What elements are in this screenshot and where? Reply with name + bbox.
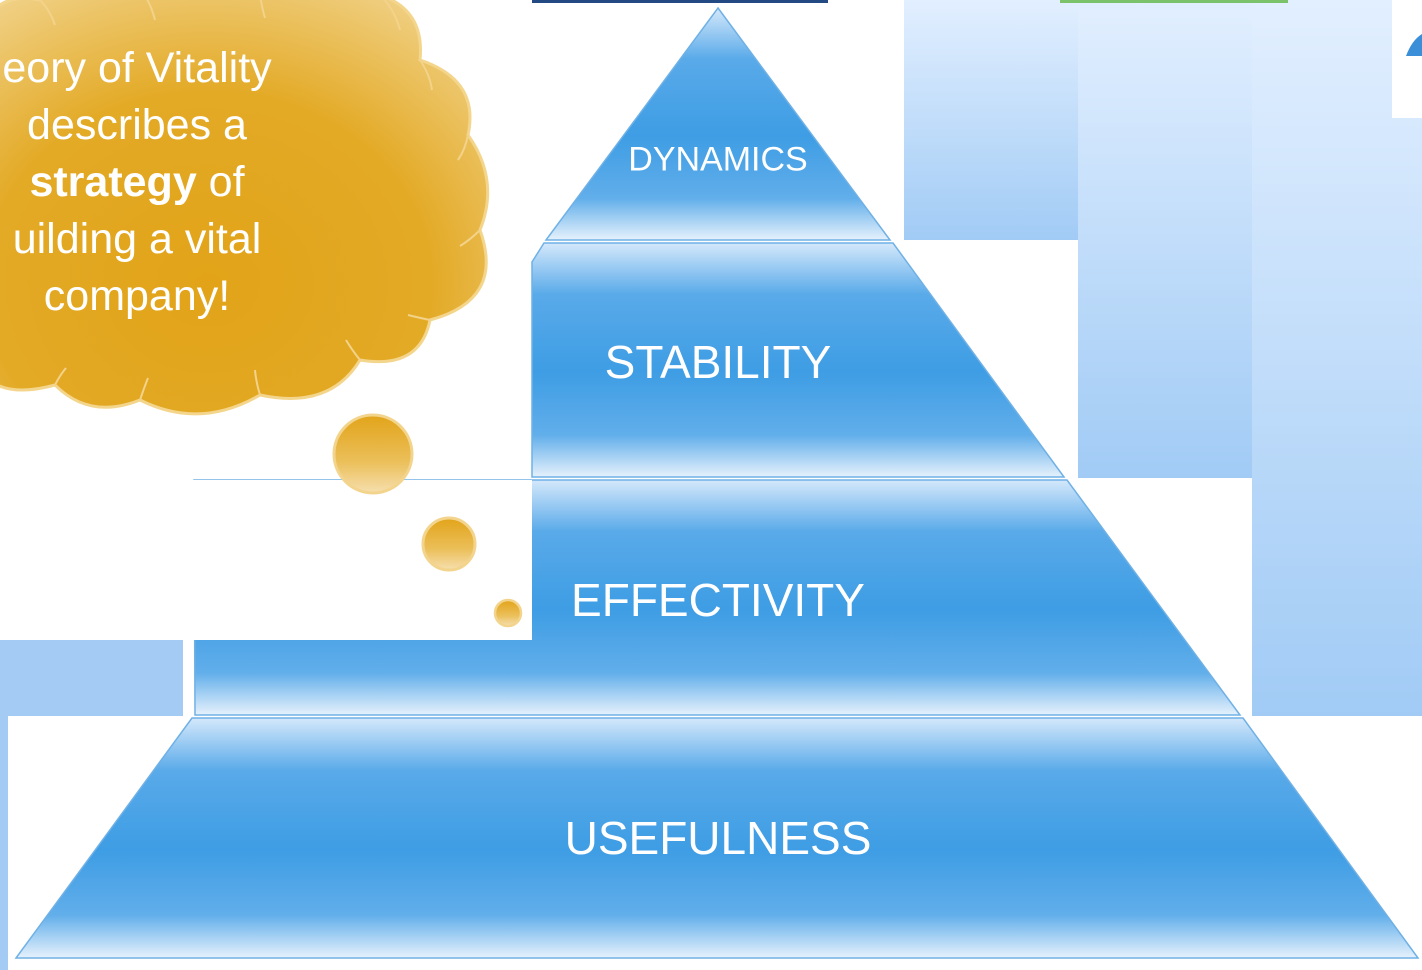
cloud-line-1: eory of Vitality xyxy=(2,44,272,92)
label-usefulness: USEFULNESS xyxy=(564,812,872,864)
cloud-line-3-rest: of xyxy=(196,158,245,206)
thought-cloud-text: eory of Vitality describes a strategy of… xyxy=(0,40,302,325)
thought-bubbles xyxy=(332,413,523,628)
cloud-line-4: uilding a vital xyxy=(12,215,262,263)
thought-bubble-medium xyxy=(421,516,477,572)
cloud-line-3: strategy of xyxy=(0,154,302,211)
label-dynamics: DYNAMICS xyxy=(628,140,808,179)
tier-usefulness xyxy=(14,717,1420,959)
tier-stability xyxy=(531,242,1066,478)
thought-bubble-small xyxy=(493,598,523,628)
tier-dynamics xyxy=(544,6,892,241)
cloud-line-3-bold: strategy xyxy=(29,158,197,206)
cloud-line-2: describes a xyxy=(27,101,247,149)
pyramid xyxy=(14,6,1420,959)
thought-cloud xyxy=(0,0,490,416)
thought-bubble-large xyxy=(332,413,414,495)
label-stability: STABILITY xyxy=(604,336,832,388)
label-effectivity: EFFECTIVITY xyxy=(571,574,865,626)
cloud-line-5: company! xyxy=(43,272,231,320)
